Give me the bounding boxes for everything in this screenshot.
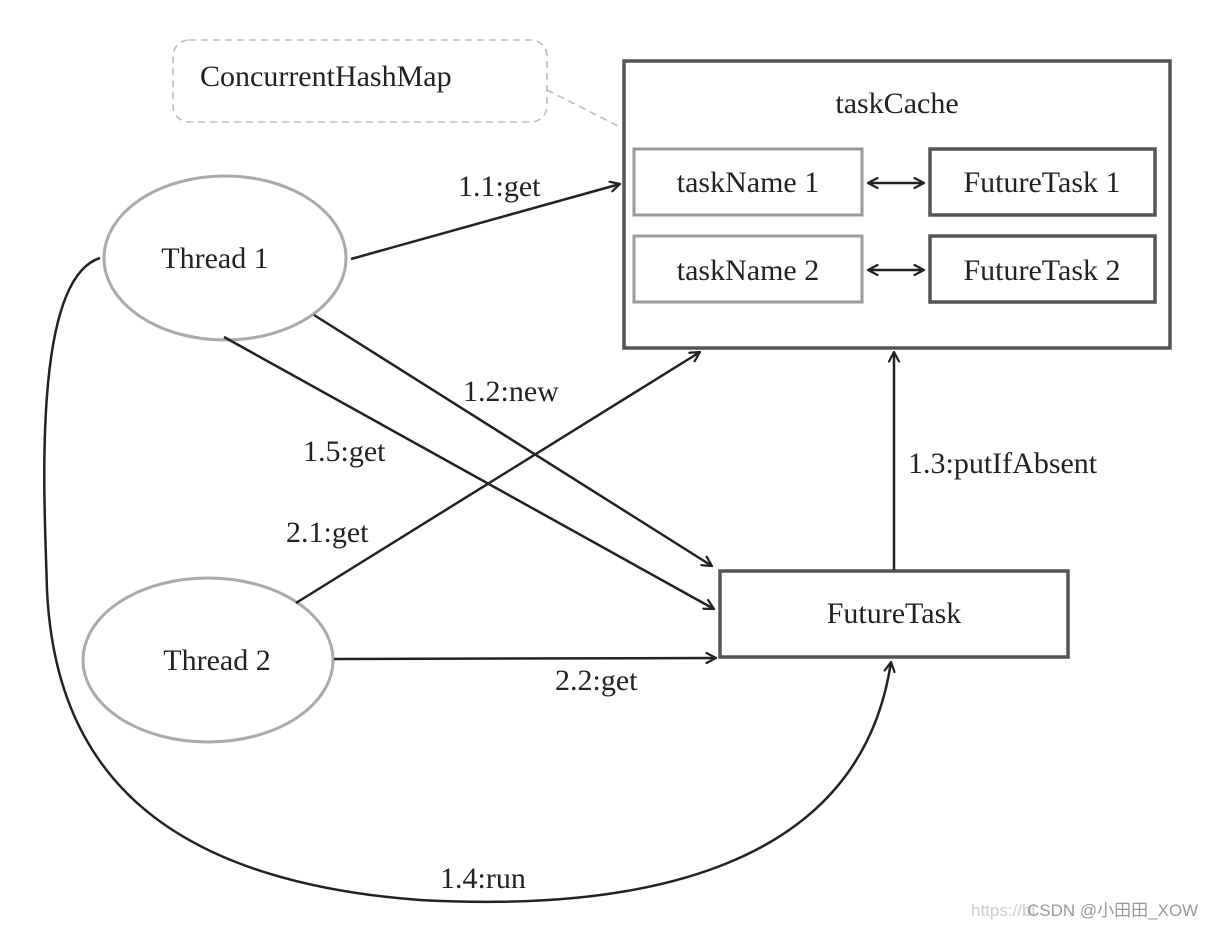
future-task-2-label: FutureTask 2 bbox=[963, 254, 1120, 287]
thread-1-label: Thread 1 bbox=[161, 242, 268, 275]
callout-dashed-box bbox=[172, 39, 548, 123]
thread-2-label: Thread 2 bbox=[163, 644, 270, 677]
task-name-1-label: taskName 1 bbox=[677, 166, 819, 199]
future-task-1-box bbox=[928, 147, 1157, 217]
future-task-label: FutureTask bbox=[827, 597, 962, 630]
edge-1-2-line bbox=[313, 313, 712, 566]
edge-1-5-line bbox=[223, 335, 714, 609]
watermark-text: CSDN @小田田_XOW bbox=[1027, 901, 1198, 920]
edge-2-2-label: 2.2:get bbox=[555, 664, 638, 697]
future-task-node: FutureTask bbox=[718, 569, 1070, 659]
cache-row-1: taskName 1 FutureTask 1 bbox=[632, 147, 1157, 217]
edge-2-1-label: 2.1:get bbox=[286, 516, 369, 549]
edge-1-5-label: 1.5:get bbox=[303, 435, 386, 468]
callout-label: ConcurrentHashMap bbox=[200, 60, 452, 93]
thread-1-node: Thread 1 bbox=[102, 174, 348, 342]
task-cache-container: taskCache taskName 1 FutureTask 1 taskNa… bbox=[622, 59, 1172, 350]
edges bbox=[43, 184, 894, 904]
callout-pointer-line bbox=[546, 89, 623, 129]
task-cache-title: taskCache bbox=[835, 87, 958, 120]
thread-2-node: Thread 2 bbox=[81, 576, 335, 744]
watermark: https://bl CSDN @小田田_XOW bbox=[971, 901, 1198, 920]
edge-1-4-label: 1.4:run bbox=[440, 862, 526, 895]
edge-1-3-label: 1.3:putIfAbsent bbox=[908, 447, 1098, 480]
edge-1-4-curve bbox=[43, 256, 891, 904]
thread-2-ellipse bbox=[81, 576, 335, 744]
future-task-2-box bbox=[928, 234, 1157, 304]
edge-2-1-line bbox=[295, 352, 700, 605]
edge-labels: 1.1:get 1.2:new 1.5:get 2.1:get 1.3:putI… bbox=[286, 170, 1098, 895]
future-task-1-label: FutureTask 1 bbox=[963, 166, 1120, 199]
watermark-url: https://bl bbox=[971, 901, 1035, 920]
edge-1-1-line bbox=[350, 184, 620, 261]
task-name-1-box bbox=[632, 147, 864, 217]
future-task-box bbox=[718, 569, 1070, 659]
task-name-2-box bbox=[632, 234, 864, 304]
edge-1-2-label: 1.2:new bbox=[463, 375, 559, 408]
task-name-2-label: taskName 2 bbox=[677, 254, 819, 287]
concurrenthashmap-callout: ConcurrentHashMap bbox=[172, 39, 623, 129]
edge-2-2-line bbox=[333, 658, 716, 659]
thread-1-ellipse bbox=[102, 174, 348, 342]
cache-row-2: taskName 2 FutureTask 2 bbox=[632, 234, 1157, 304]
edge-1-1-label: 1.1:get bbox=[458, 170, 541, 203]
